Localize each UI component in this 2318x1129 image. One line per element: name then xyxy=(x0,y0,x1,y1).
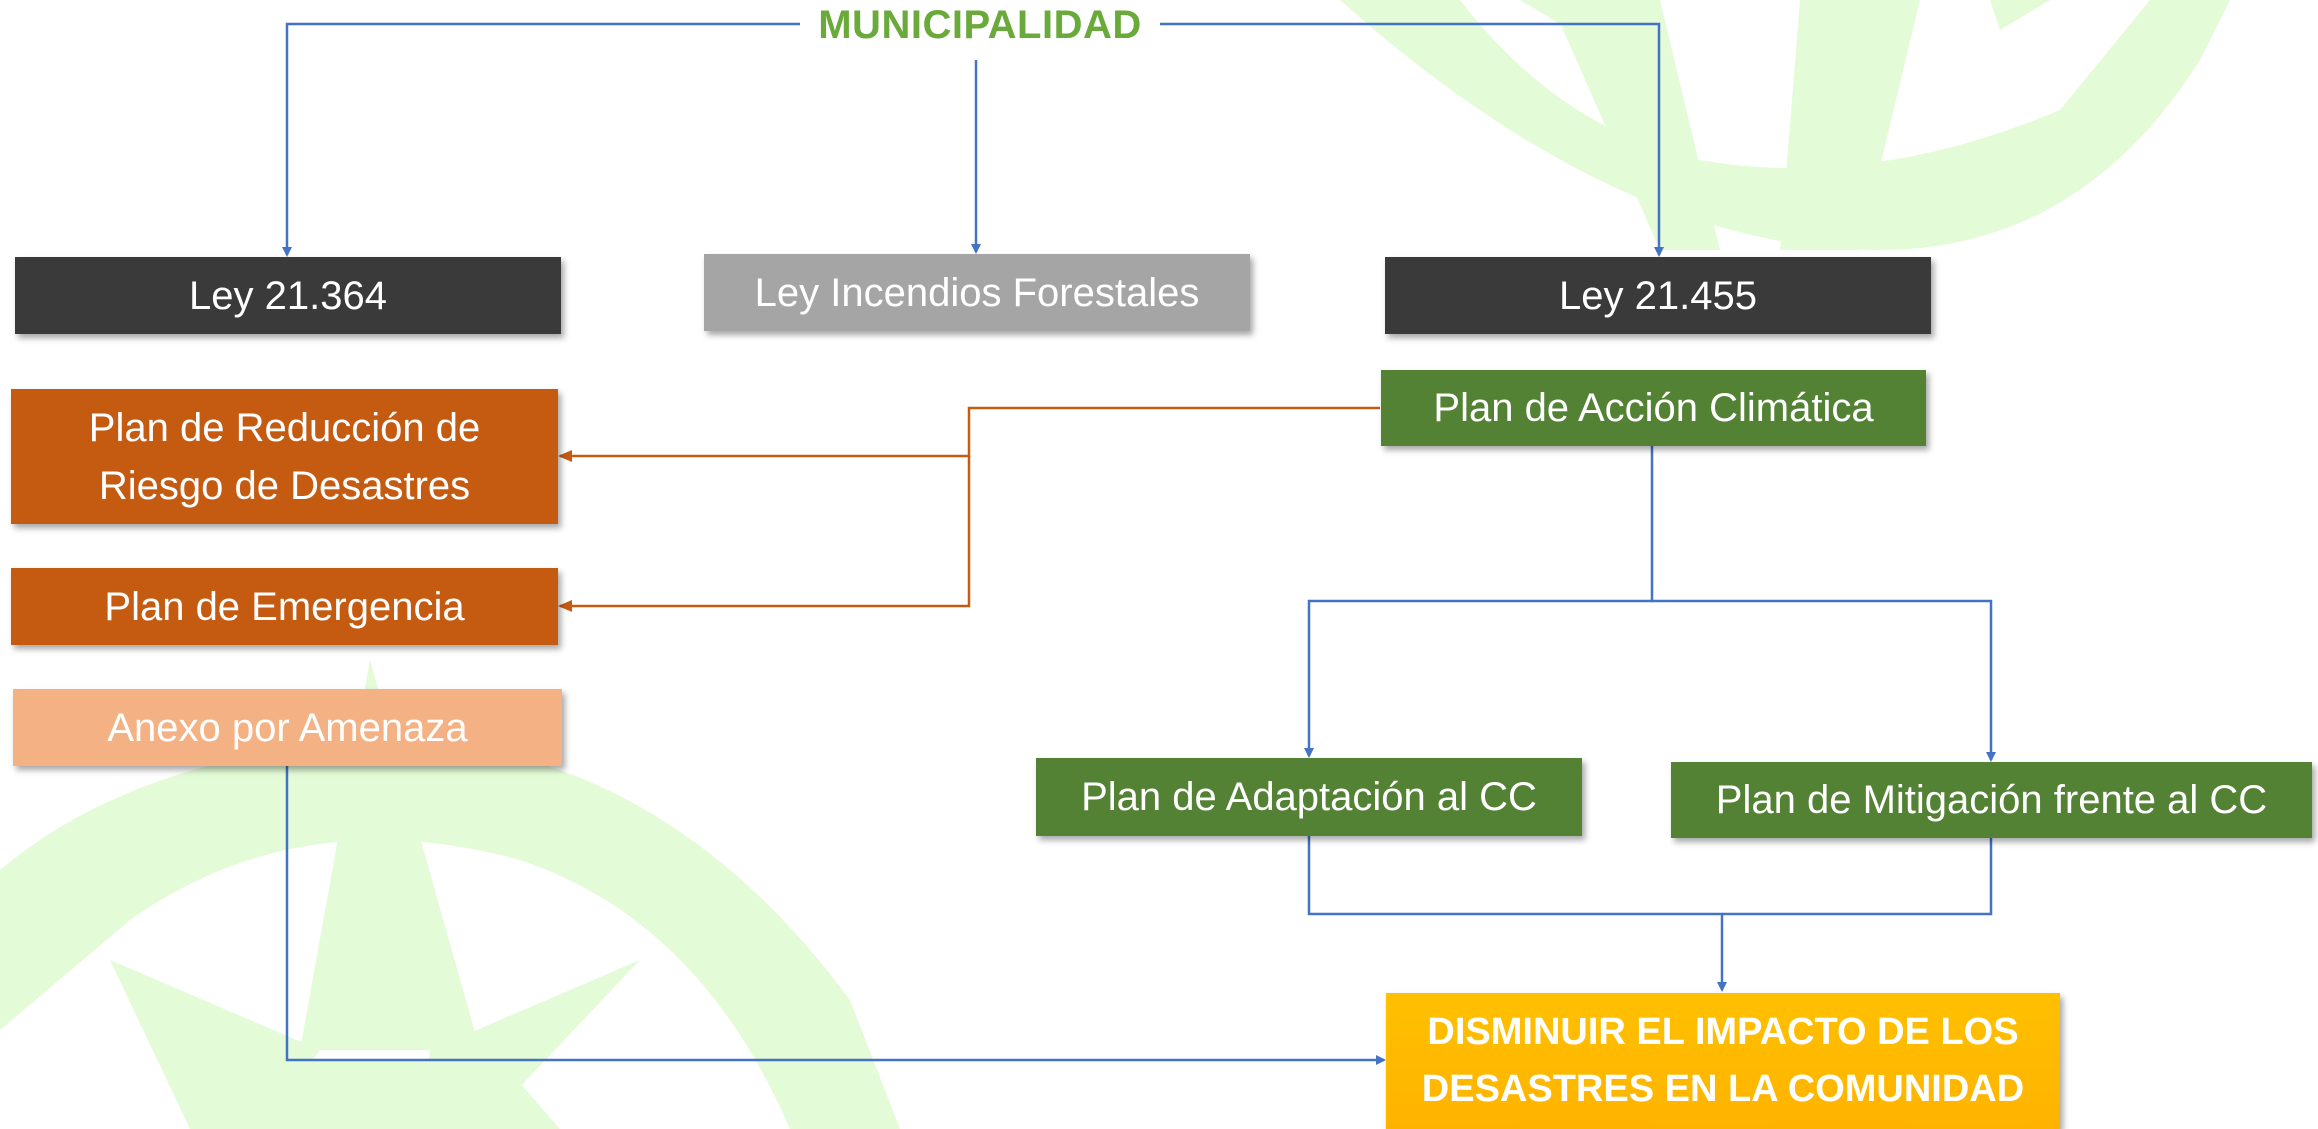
connector-municipalidad-to-ley-21455 xyxy=(1160,22,1664,257)
connector-anexo-to-goal xyxy=(285,766,1386,1065)
connector-accion-to-adaptacion xyxy=(1304,446,1654,758)
connector-accion-to-reduccion xyxy=(558,406,1380,462)
connector-adaptacion-to-goal xyxy=(1307,836,1727,992)
anexo-amenaza-box: Anexo por Amenaza xyxy=(13,689,562,766)
plan-adaptacion-box: Plan de Adaptación al CC xyxy=(1036,758,1582,836)
ley-incendios-forestales-box: Ley Incendios Forestales xyxy=(704,254,1250,331)
ley-21455-box: Ley 21.455 xyxy=(1385,257,1931,334)
plan-mitigacion-box: Plan de Mitigación frente al CC xyxy=(1671,762,2312,838)
connector-accion-to-emergencia xyxy=(558,456,971,612)
connector-mitigacion-to-goal xyxy=(1722,838,1993,916)
plan-reduccion-riesgo-box: Plan de Reducción de Riesgo de Desastres xyxy=(11,389,558,524)
municipalidad-title: MUNICIPALIDAD xyxy=(800,0,1160,50)
ley-21364-box: Ley 21.364 xyxy=(15,257,561,334)
connector-municipalidad-to-ley-21364 xyxy=(282,22,800,257)
plan-accion-climatica-box: Plan de Acción Climática xyxy=(1381,370,1926,446)
connector-accion-to-mitigacion xyxy=(1652,599,1996,762)
plan-emergencia-box: Plan de Emergencia xyxy=(11,568,558,645)
goal-disminuir-impacto-box: DISMINUIR EL IMPACTO DE LOS DESASTRES EN… xyxy=(1386,993,2060,1129)
